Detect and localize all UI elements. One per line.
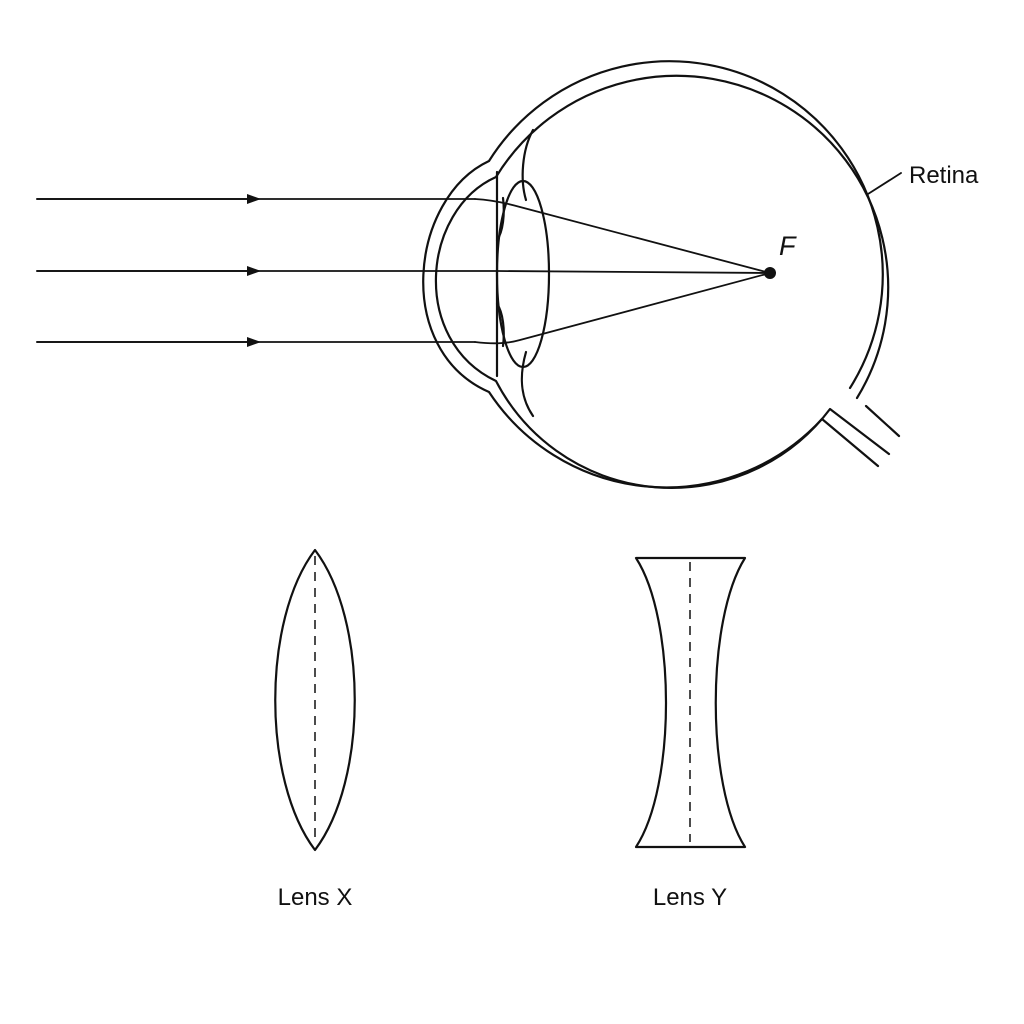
refracted-ray-bottom: [474, 272, 771, 345]
lens-y-shape: [634, 556, 747, 849]
retina-leader-line: [867, 172, 902, 195]
lens-x-label: Lens X: [278, 884, 353, 911]
retina-label: Retina: [909, 162, 979, 189]
eye-inner-wall: [434, 74, 891, 490]
refracted-ray-middle: [496, 270, 771, 274]
ciliary-body: [521, 128, 535, 202]
focal-point-dot: [764, 267, 776, 279]
lens-x-shape: [274, 548, 356, 852]
ciliary-body-lower: [520, 350, 535, 418]
eye-lens: [495, 179, 551, 369]
optic-nerve: [864, 404, 901, 438]
refracted-ray-top: [474, 198, 771, 274]
focal-point-label: F: [779, 231, 797, 261]
lens-y-label: Lens Y: [653, 884, 727, 911]
